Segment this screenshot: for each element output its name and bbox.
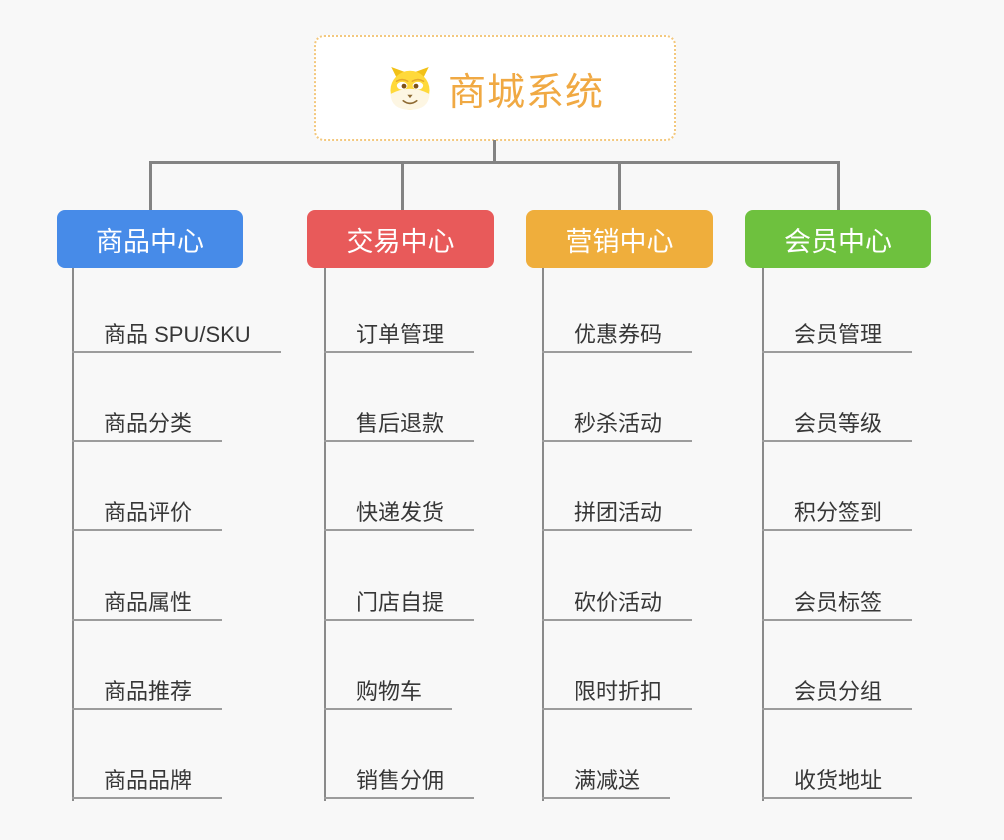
topic-item[interactable]: 购物车 — [324, 670, 453, 710]
topic-item[interactable]: 会员标签 — [762, 581, 913, 621]
connector-root-vertical — [493, 140, 496, 163]
branch3-spine-line — [542, 268, 544, 801]
topic-item[interactable]: 砍价活动 — [542, 581, 693, 621]
connector-branch1-vertical — [149, 161, 152, 210]
topic-item[interactable]: 积分签到 — [762, 491, 913, 531]
root-title: 商城系统 — [447, 71, 604, 114]
branch-label: 交易中心 — [346, 226, 455, 257]
topic-item[interactable]: 商品分类 — [72, 402, 223, 442]
topic-item[interactable]: 商品属性 — [72, 581, 223, 621]
topic-item[interactable]: 门店自提 — [324, 581, 475, 621]
topic-item[interactable]: 快递发货 — [324, 491, 475, 531]
topic-item[interactable]: 商品 SPU/SKU — [72, 313, 281, 353]
branch2-spine-line — [324, 268, 326, 801]
branch-label: 营销中心 — [565, 226, 674, 257]
topic-item[interactable]: 销售分佣 — [324, 759, 475, 799]
branch1-spine-line — [72, 268, 74, 801]
branch-node-member-center[interactable]: 会员中心 — [745, 210, 931, 268]
topic-item[interactable]: 收货地址 — [762, 759, 913, 799]
branch-node-trade-center[interactable]: 交易中心 — [307, 210, 494, 268]
topic-item[interactable]: 售后退款 — [324, 402, 475, 442]
branch-node-marketing-center[interactable]: 营销中心 — [526, 210, 713, 268]
connector-branch3-vertical — [618, 161, 621, 210]
topic-item[interactable]: 商品评价 — [72, 491, 223, 531]
branch-node-product-center[interactable]: 商品中心 — [57, 210, 243, 268]
shiba-dog-icon — [390, 67, 430, 110]
root-node[interactable]: 商城系统 — [314, 35, 676, 141]
topic-item[interactable]: 商品品牌 — [72, 759, 223, 799]
branch4-spine-line — [762, 268, 764, 801]
topic-item[interactable]: 订单管理 — [324, 313, 475, 353]
topic-item[interactable]: 满减送 — [542, 759, 671, 799]
topic-item[interactable]: 拼团活动 — [542, 491, 693, 531]
connector-branch2-vertical — [401, 161, 404, 210]
connector-bus-horizontal — [149, 161, 840, 164]
branch-label: 会员中心 — [784, 226, 892, 257]
topic-item[interactable]: 商品推荐 — [72, 670, 223, 710]
topic-item[interactable]: 会员管理 — [762, 313, 913, 353]
connector-branch4-vertical — [837, 161, 840, 210]
topic-item[interactable]: 会员分组 — [762, 670, 913, 710]
branch-label: 商品中心 — [96, 226, 204, 257]
topic-item[interactable]: 优惠券码 — [542, 313, 693, 353]
topic-item[interactable]: 秒杀活动 — [542, 402, 693, 442]
topic-item[interactable]: 限时折扣 — [542, 670, 693, 710]
topic-item[interactable]: 会员等级 — [762, 402, 913, 442]
